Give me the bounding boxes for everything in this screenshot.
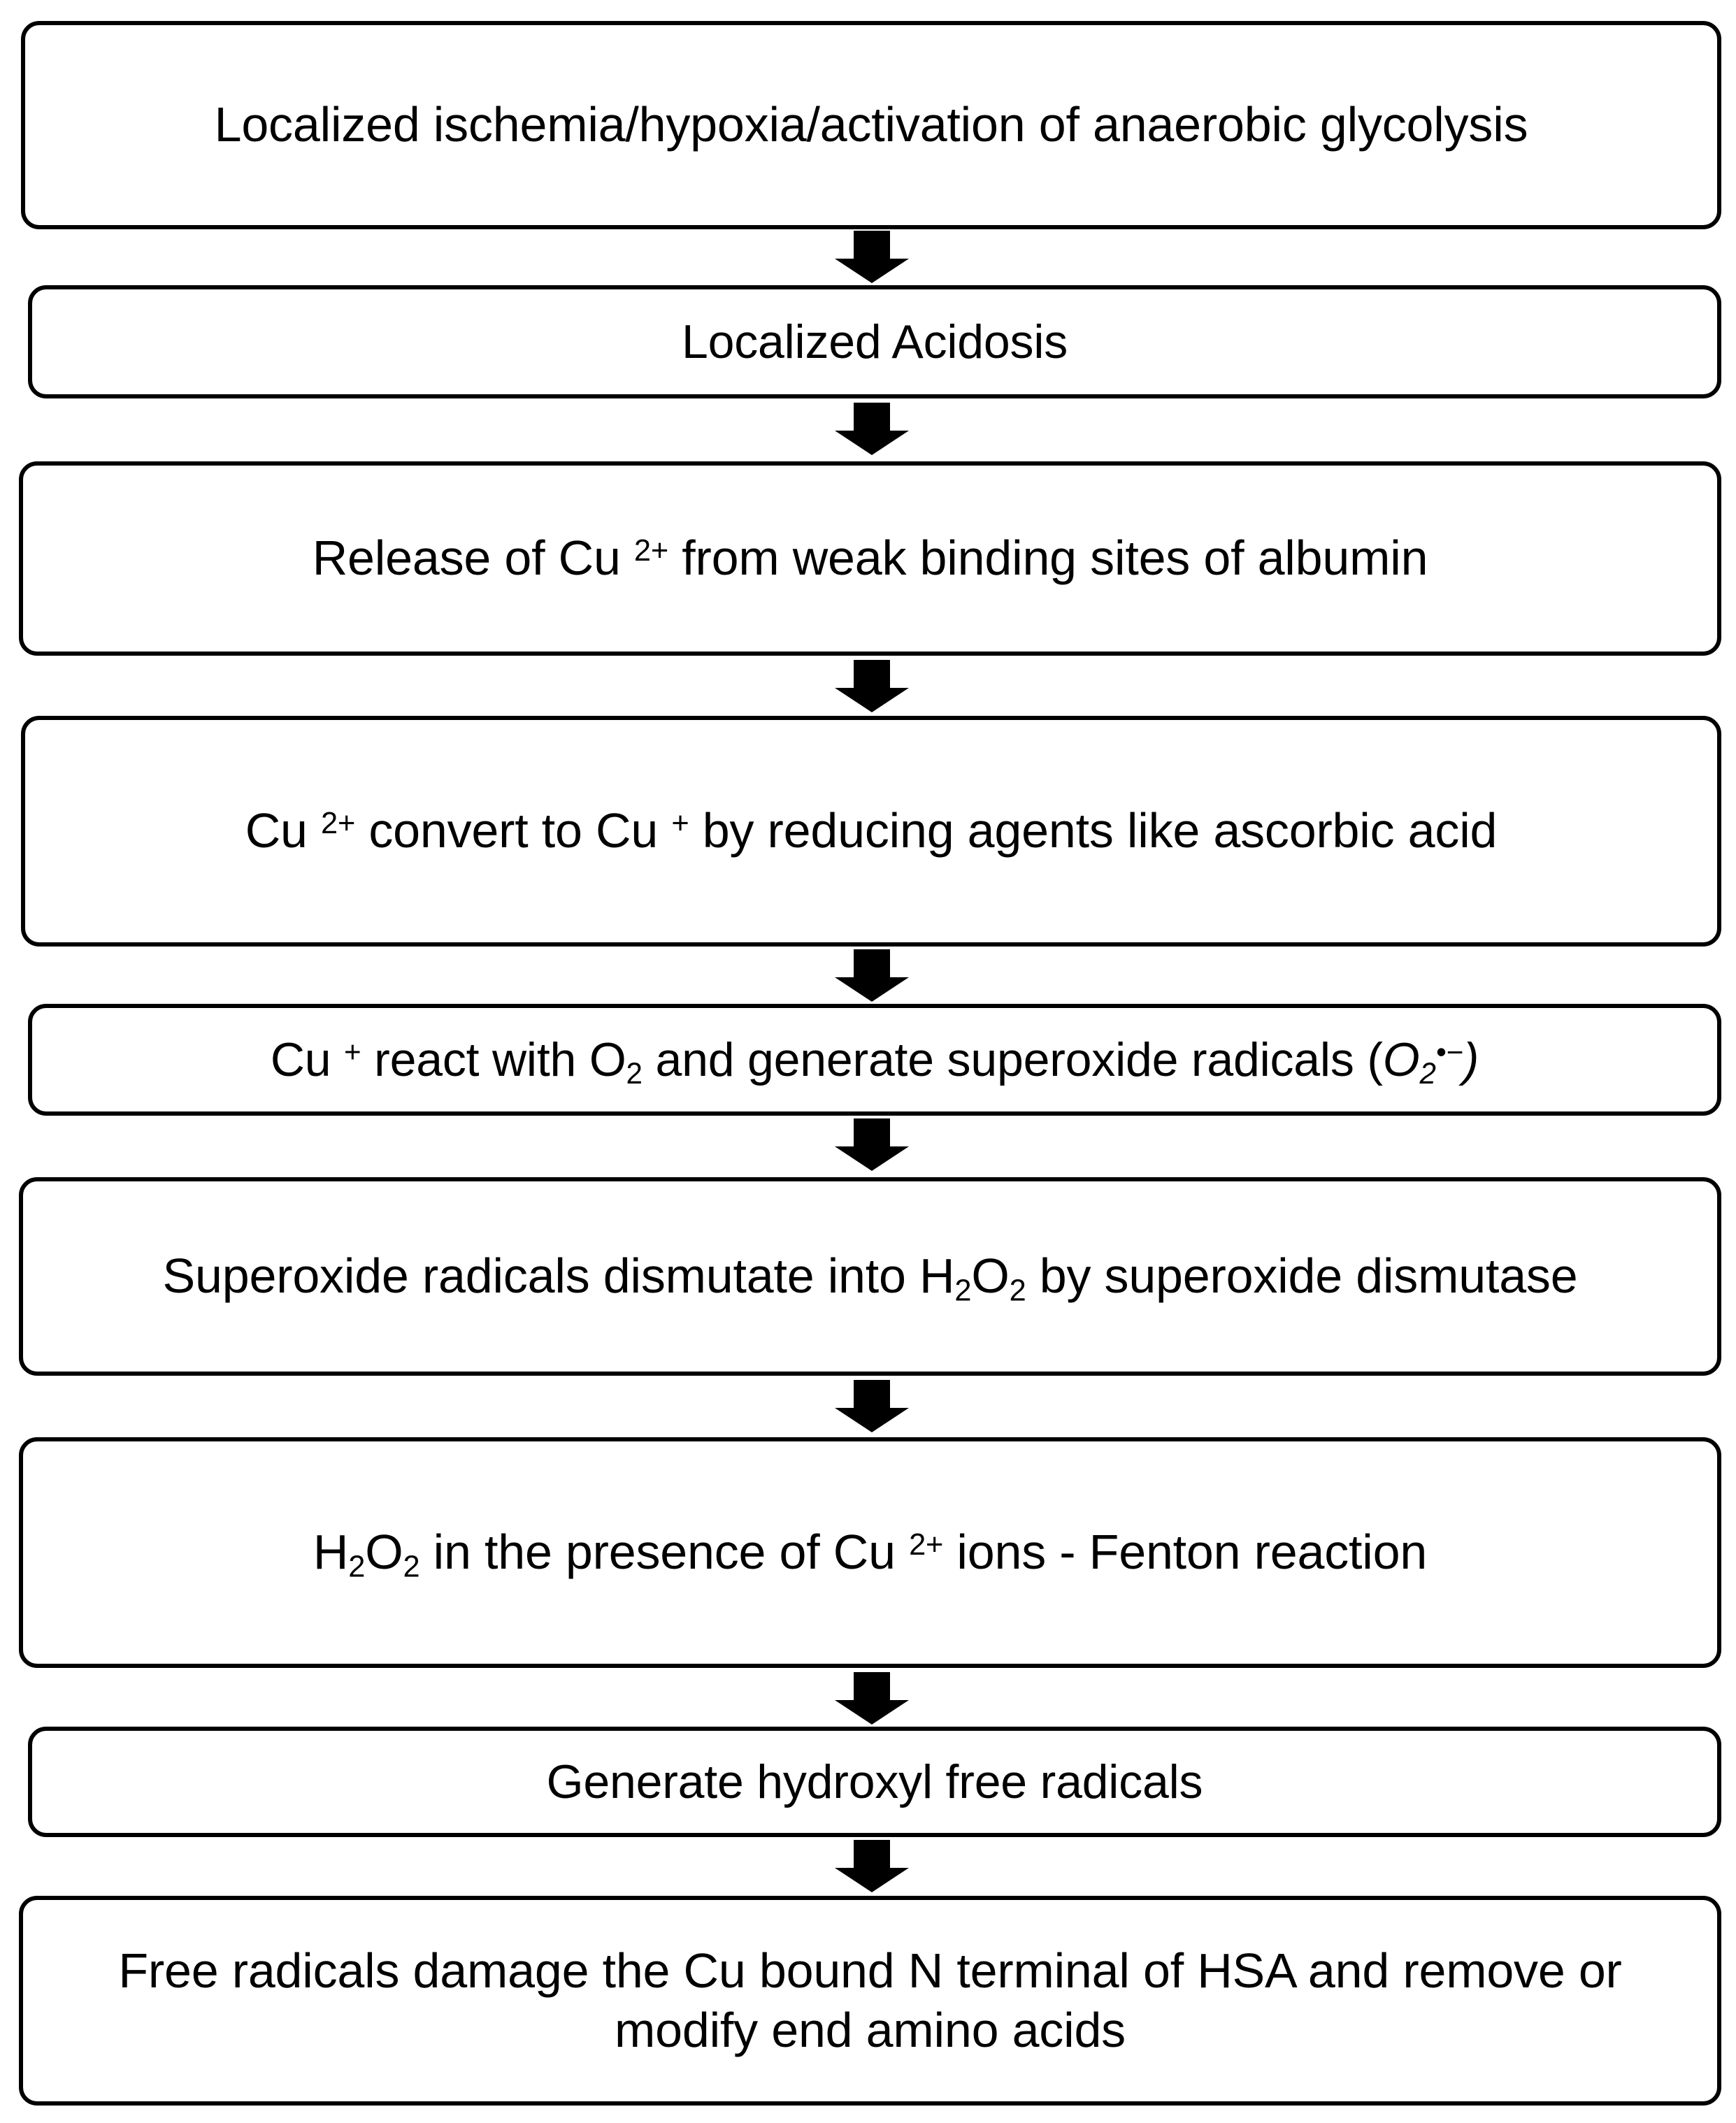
flow-node-8: Generate hydroxyl free radicals bbox=[28, 1727, 1721, 1837]
flow-node-3-label: Release of Cu 2+ from weak binding sites… bbox=[312, 531, 1428, 586]
flow-node-9: Free radicals damage the Cu bound N term… bbox=[19, 1896, 1721, 2106]
flow-node-1: Localized ischemia/hypoxia/activation of… bbox=[21, 21, 1721, 229]
flow-node-7: H2O2 in the presence of Cu 2+ ions - Fen… bbox=[19, 1437, 1721, 1668]
flow-node-4-label: Cu 2+ convert to Cu + by reducing agents… bbox=[245, 803, 1498, 858]
flow-node-8-label: Generate hydroxyl free radicals bbox=[546, 1755, 1203, 1808]
flow-node-2-label: Localized Acidosis bbox=[681, 315, 1068, 368]
flow-node-7-label: H2O2 in the presence of Cu 2+ ions - Fen… bbox=[313, 1525, 1428, 1584]
flow-node-4: Cu 2+ convert to Cu + by reducing agents… bbox=[21, 716, 1721, 947]
flow-node-5: Cu + react with O2 and generate superoxi… bbox=[28, 1004, 1721, 1116]
flow-node-5-label: Cu + react with O2 and generate superoxi… bbox=[270, 1032, 1479, 1090]
flow-arrow-6 bbox=[833, 1380, 910, 1433]
flow-arrow-4 bbox=[833, 949, 910, 1002]
flow-arrow-7 bbox=[833, 1672, 910, 1725]
flow-arrow-1 bbox=[833, 231, 910, 284]
flow-node-6-label: Superoxide radicals dismutate into H2O2 … bbox=[162, 1248, 1578, 1308]
flow-node-1-label: Localized ischemia/hypoxia/activation of… bbox=[214, 97, 1528, 152]
flow-node-6: Superoxide radicals dismutate into H2O2 … bbox=[19, 1177, 1721, 1376]
flow-arrow-8 bbox=[833, 1840, 910, 1893]
flow-node-2: Localized Acidosis bbox=[28, 285, 1721, 398]
flow-arrow-3 bbox=[833, 660, 910, 713]
flow-arrow-2 bbox=[833, 403, 910, 456]
flow-node-3: Release of Cu 2+ from weak binding sites… bbox=[19, 461, 1721, 656]
flow-arrow-5 bbox=[833, 1118, 910, 1172]
flow-node-9-label: Free radicals damage the Cu bound N term… bbox=[118, 1943, 1622, 2057]
